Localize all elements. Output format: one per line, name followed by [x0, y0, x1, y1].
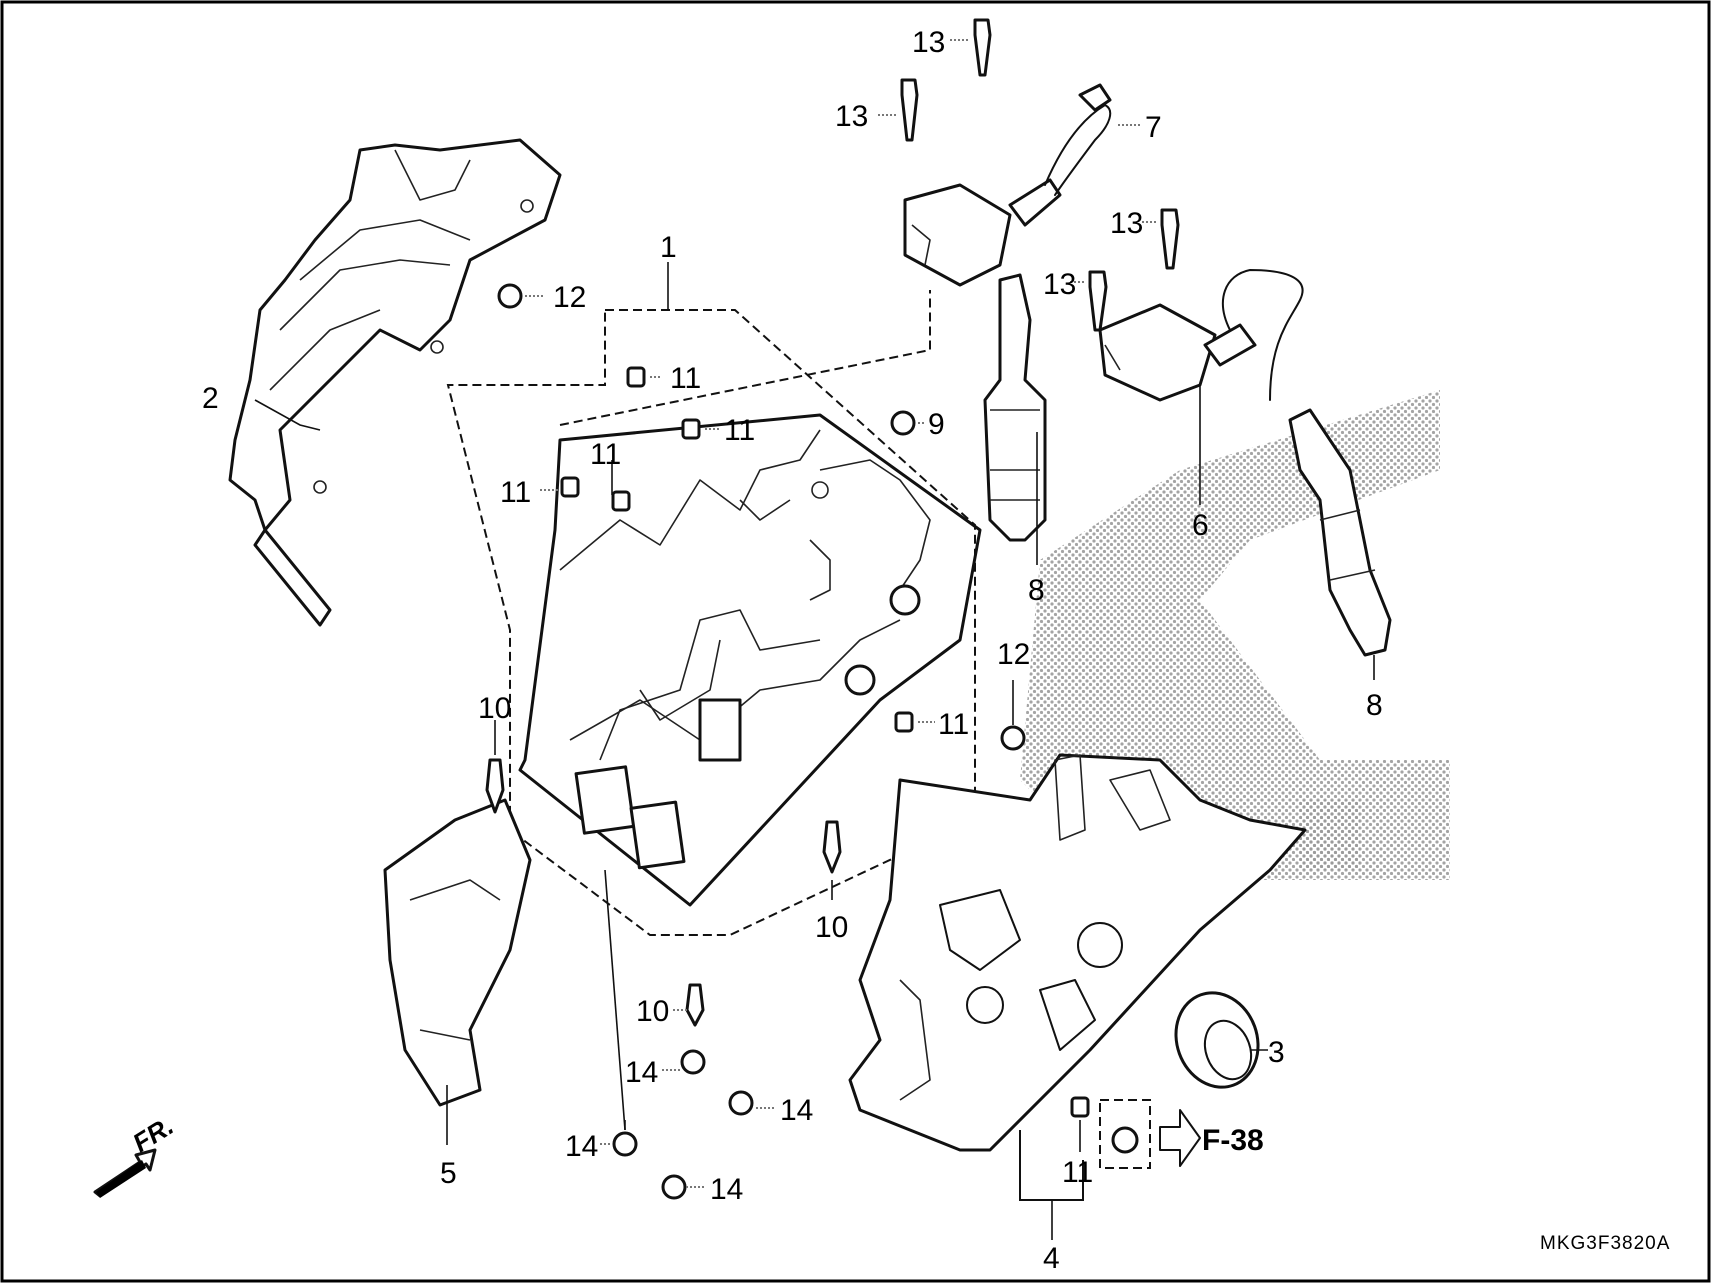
callout-1: 1 [660, 231, 677, 264]
callout-7: 7 [1145, 111, 1162, 144]
grommet-part-3 [1174, 991, 1260, 1089]
ignition-coil-part-6 [1098, 269, 1304, 402]
callout-13c: 13 [1110, 207, 1143, 240]
battery-box-part-1 [518, 413, 982, 907]
drawing-code: MKG3F3820A [1540, 1233, 1670, 1254]
callout-11a: 11 [670, 362, 701, 395]
lower-cover-part-5 [383, 798, 532, 1107]
callout-12a: 12 [553, 281, 586, 314]
assembly-1-inner-boundary [559, 290, 931, 426]
callout-10b: 10 [815, 911, 848, 944]
callout-14c: 14 [565, 1130, 598, 1163]
front-direction-label: FR. [127, 1110, 178, 1158]
callout-10a: 10 [478, 692, 511, 725]
front-direction-indicator: FR. [93, 1110, 179, 1198]
callout-9: 9 [928, 408, 945, 441]
callout-5: 5 [440, 1157, 457, 1190]
fasteners [485, 18, 1180, 1200]
callout-13d: 13 [1043, 268, 1076, 301]
callout-11d: 11 [590, 438, 621, 471]
callout-6: 6 [1192, 509, 1209, 542]
callout-labels: 1 2 3 4 5 6 7 8 8 9 10 10 10 11 11 11 11… [202, 26, 1383, 1275]
callout-11f: 11 [1062, 1156, 1093, 1189]
callout-13b: 13 [835, 100, 868, 133]
callout-8b: 8 [1366, 689, 1383, 722]
callout-13a: 13 [912, 26, 945, 59]
callout-4: 4 [1043, 1242, 1060, 1275]
callout-12b: 12 [997, 638, 1030, 671]
leader-lines [254, 39, 1375, 1240]
side-cover-part-2 [228, 138, 562, 627]
ignition-coil-part-7 [903, 83, 1112, 287]
callout-14b: 14 [780, 1094, 813, 1127]
plug-cap-part-8a [983, 273, 1047, 542]
callout-2: 2 [202, 382, 219, 415]
callout-14d: 14 [710, 1173, 743, 1206]
assembly-1-boundary [446, 309, 976, 936]
plug-cap-part-8b [1288, 408, 1392, 657]
reference-label: F-38 [1202, 1124, 1264, 1157]
callout-11c: 11 [500, 476, 531, 509]
callout-3: 3 [1268, 1036, 1285, 1069]
callout-11e: 11 [938, 708, 969, 741]
under-cover-part-4 [848, 753, 1307, 1152]
reference-arrow: F-38 [1159, 1109, 1264, 1167]
callout-14a: 14 [625, 1056, 658, 1089]
callout-8a: 8 [1028, 574, 1045, 607]
callout-11b: 11 [724, 414, 755, 447]
callout-10c: 10 [636, 995, 669, 1028]
